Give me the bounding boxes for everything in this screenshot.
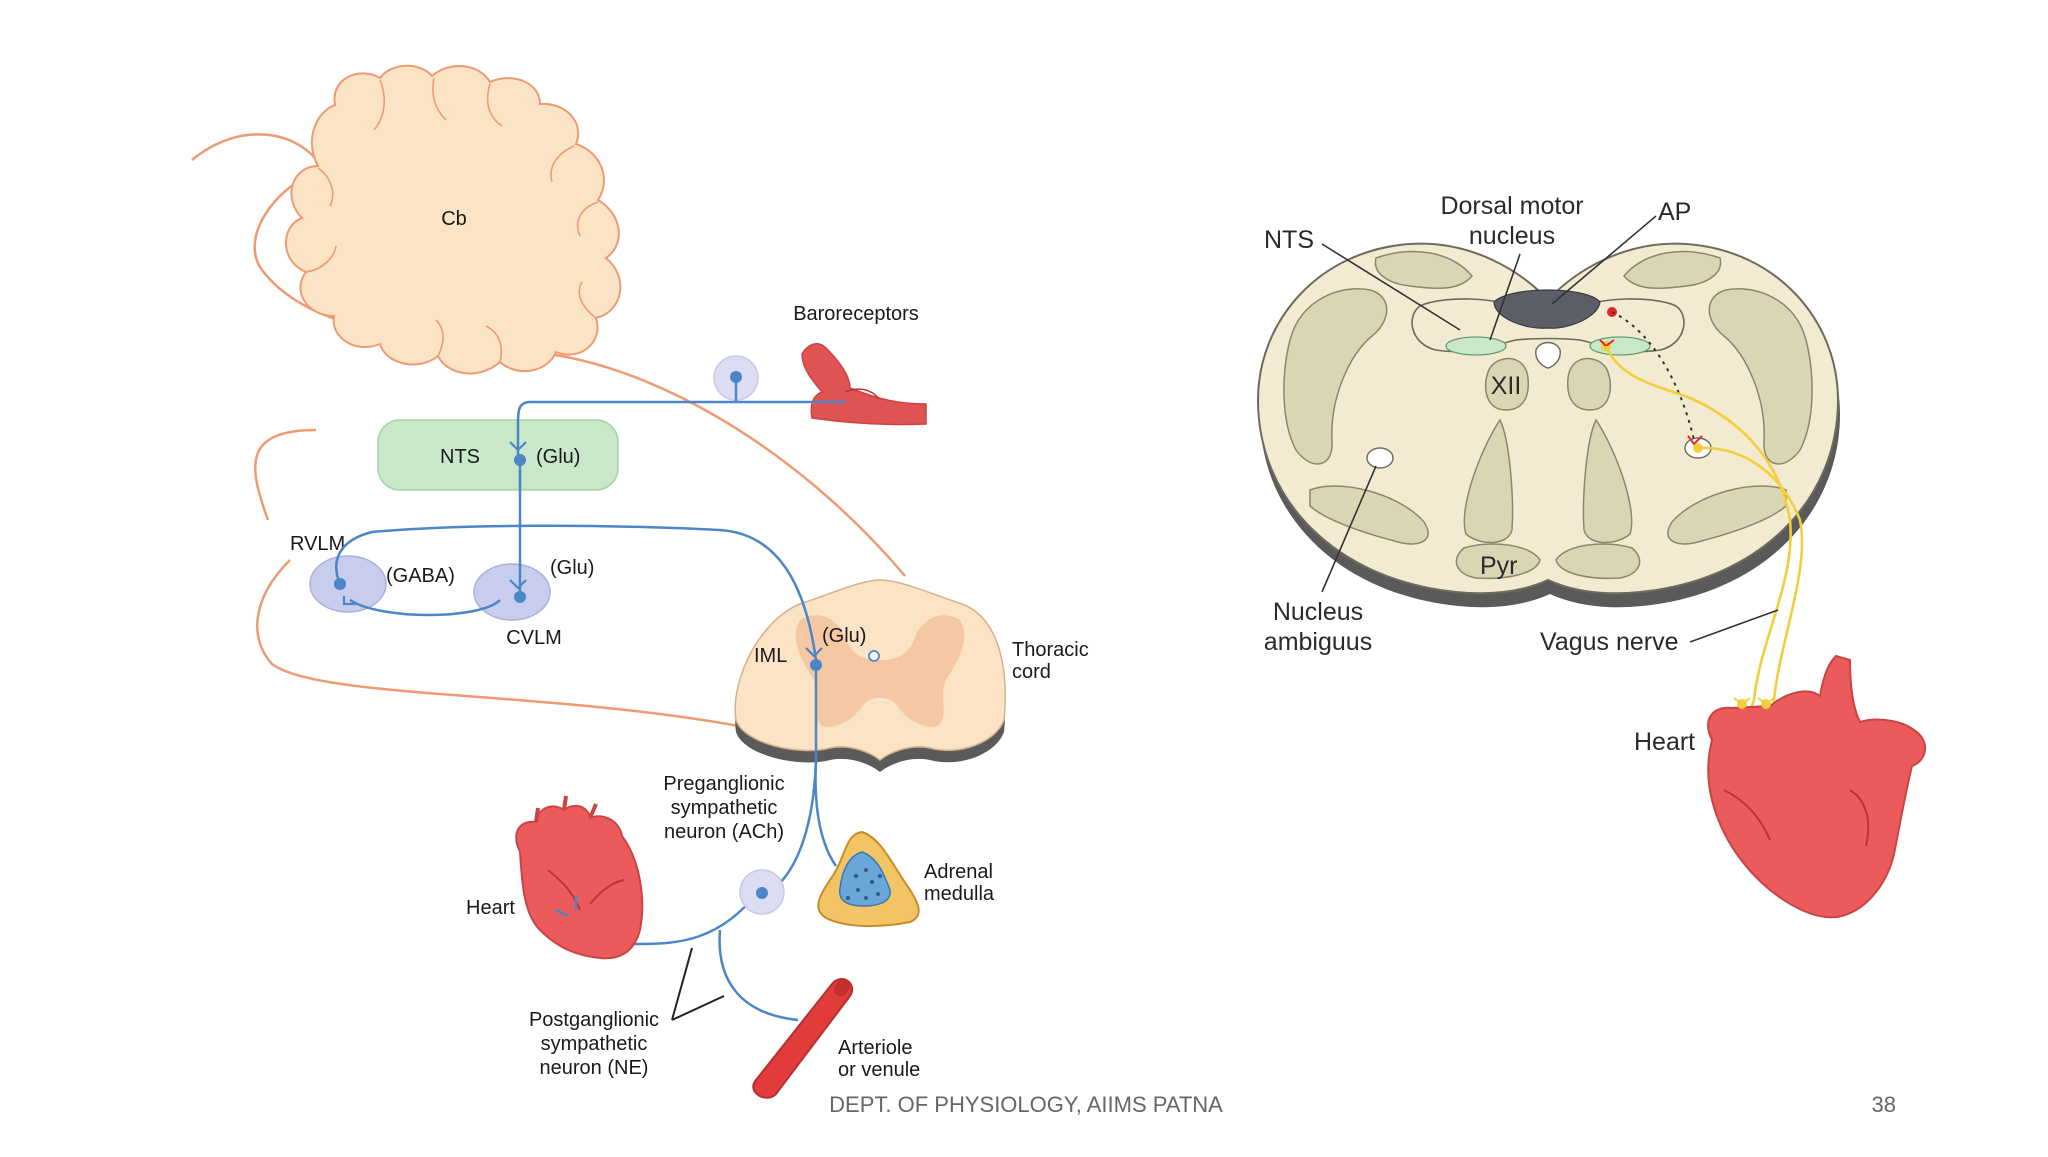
synapse-forks bbox=[342, 441, 823, 658]
area-postrema bbox=[1493, 289, 1601, 329]
nucleus-ambiguus-label-2: ambiguus bbox=[1264, 628, 1372, 656]
ganglion-cell-dot bbox=[730, 371, 742, 383]
xii-label: XII bbox=[1491, 372, 1522, 400]
ap-label: AP bbox=[1658, 198, 1691, 226]
right-pointers bbox=[1321, 215, 1779, 643]
baroreceptor-artery bbox=[801, 343, 927, 426]
postganglionic-label-2: sympathetic bbox=[541, 1033, 648, 1055]
thoracic-label-1: Thoracic bbox=[1012, 639, 1089, 661]
right-heart bbox=[1707, 654, 1926, 919]
cerebellum bbox=[285, 64, 622, 375]
left-heart bbox=[515, 795, 644, 960]
rvlm-label: RVLM bbox=[290, 533, 345, 555]
right-diagram: NTS Dorsal motor nucleus AP XII Pyr Nucl… bbox=[1256, 192, 1926, 919]
adrenal-label-2: medulla bbox=[924, 883, 995, 905]
footer-dept: DEPT. OF PHYSIOLOGY, AIIMS PATNA bbox=[829, 1092, 1223, 1117]
arteriole bbox=[752, 978, 853, 1099]
right-heart-label: Heart bbox=[1634, 728, 1695, 756]
nucleus-ambiguus-label-1: Nucleus bbox=[1273, 598, 1363, 626]
thoracic-cord bbox=[734, 579, 1006, 772]
dorsal-motor-label-1: Dorsal motor bbox=[1440, 192, 1583, 220]
preganglionic-label-3: neuron (ACh) bbox=[664, 821, 784, 843]
postganglionic-label-1: Postganglionic bbox=[529, 1009, 659, 1031]
postganglionic-label-3: neuron (NE) bbox=[540, 1057, 649, 1079]
dmn-right bbox=[1589, 336, 1651, 356]
preganglionic-label-2: sympathetic bbox=[671, 797, 778, 819]
iml-glu-label: (Glu) bbox=[822, 625, 866, 647]
cvlm-oval bbox=[473, 563, 551, 621]
adrenal-label-1: Adrenal bbox=[924, 861, 993, 883]
page-number: 38 bbox=[1872, 1092, 1896, 1117]
medulla-nuclei bbox=[1283, 250, 1813, 580]
left-heart-label: Heart bbox=[466, 897, 515, 919]
cb-label: Cb bbox=[441, 208, 467, 230]
ganglion-dot bbox=[756, 887, 768, 899]
nts-label: NTS bbox=[440, 446, 480, 468]
iml-label: IML bbox=[754, 645, 787, 667]
dmn-left bbox=[1445, 336, 1507, 356]
right-nts-label: NTS bbox=[1264, 226, 1314, 254]
arteriole-label-1: Arteriole bbox=[838, 1037, 912, 1059]
cvlm-glu-label: (Glu) bbox=[550, 557, 594, 579]
adrenal-medulla bbox=[817, 830, 920, 928]
postganglionic-pointer bbox=[671, 947, 725, 1021]
left-diagram: Cb Baroreceptors NTS (Glu) RVLM (GABA) (… bbox=[191, 64, 1089, 1099]
nts-box bbox=[377, 419, 619, 491]
baroreceptors-label: Baroreceptors bbox=[793, 303, 919, 325]
cvlm-label: CVLM bbox=[506, 627, 562, 649]
pyr-label: Pyr bbox=[1480, 552, 1518, 580]
nucleus-ambiguus-spot bbox=[1366, 447, 1394, 469]
gaba-label: (GABA) bbox=[386, 565, 455, 587]
vagus-label: Vagus nerve bbox=[1540, 628, 1679, 656]
rvlm-oval bbox=[309, 555, 387, 613]
dorsal-motor-label-2: nucleus bbox=[1469, 222, 1555, 250]
preganglionic-label-1: Preganglionic bbox=[663, 773, 784, 795]
nts-glu-label: (Glu) bbox=[536, 446, 580, 468]
arteriole-label-2: or venule bbox=[838, 1059, 920, 1081]
thoracic-label-2: cord bbox=[1012, 661, 1051, 683]
cerebellum-folia bbox=[305, 77, 599, 363]
